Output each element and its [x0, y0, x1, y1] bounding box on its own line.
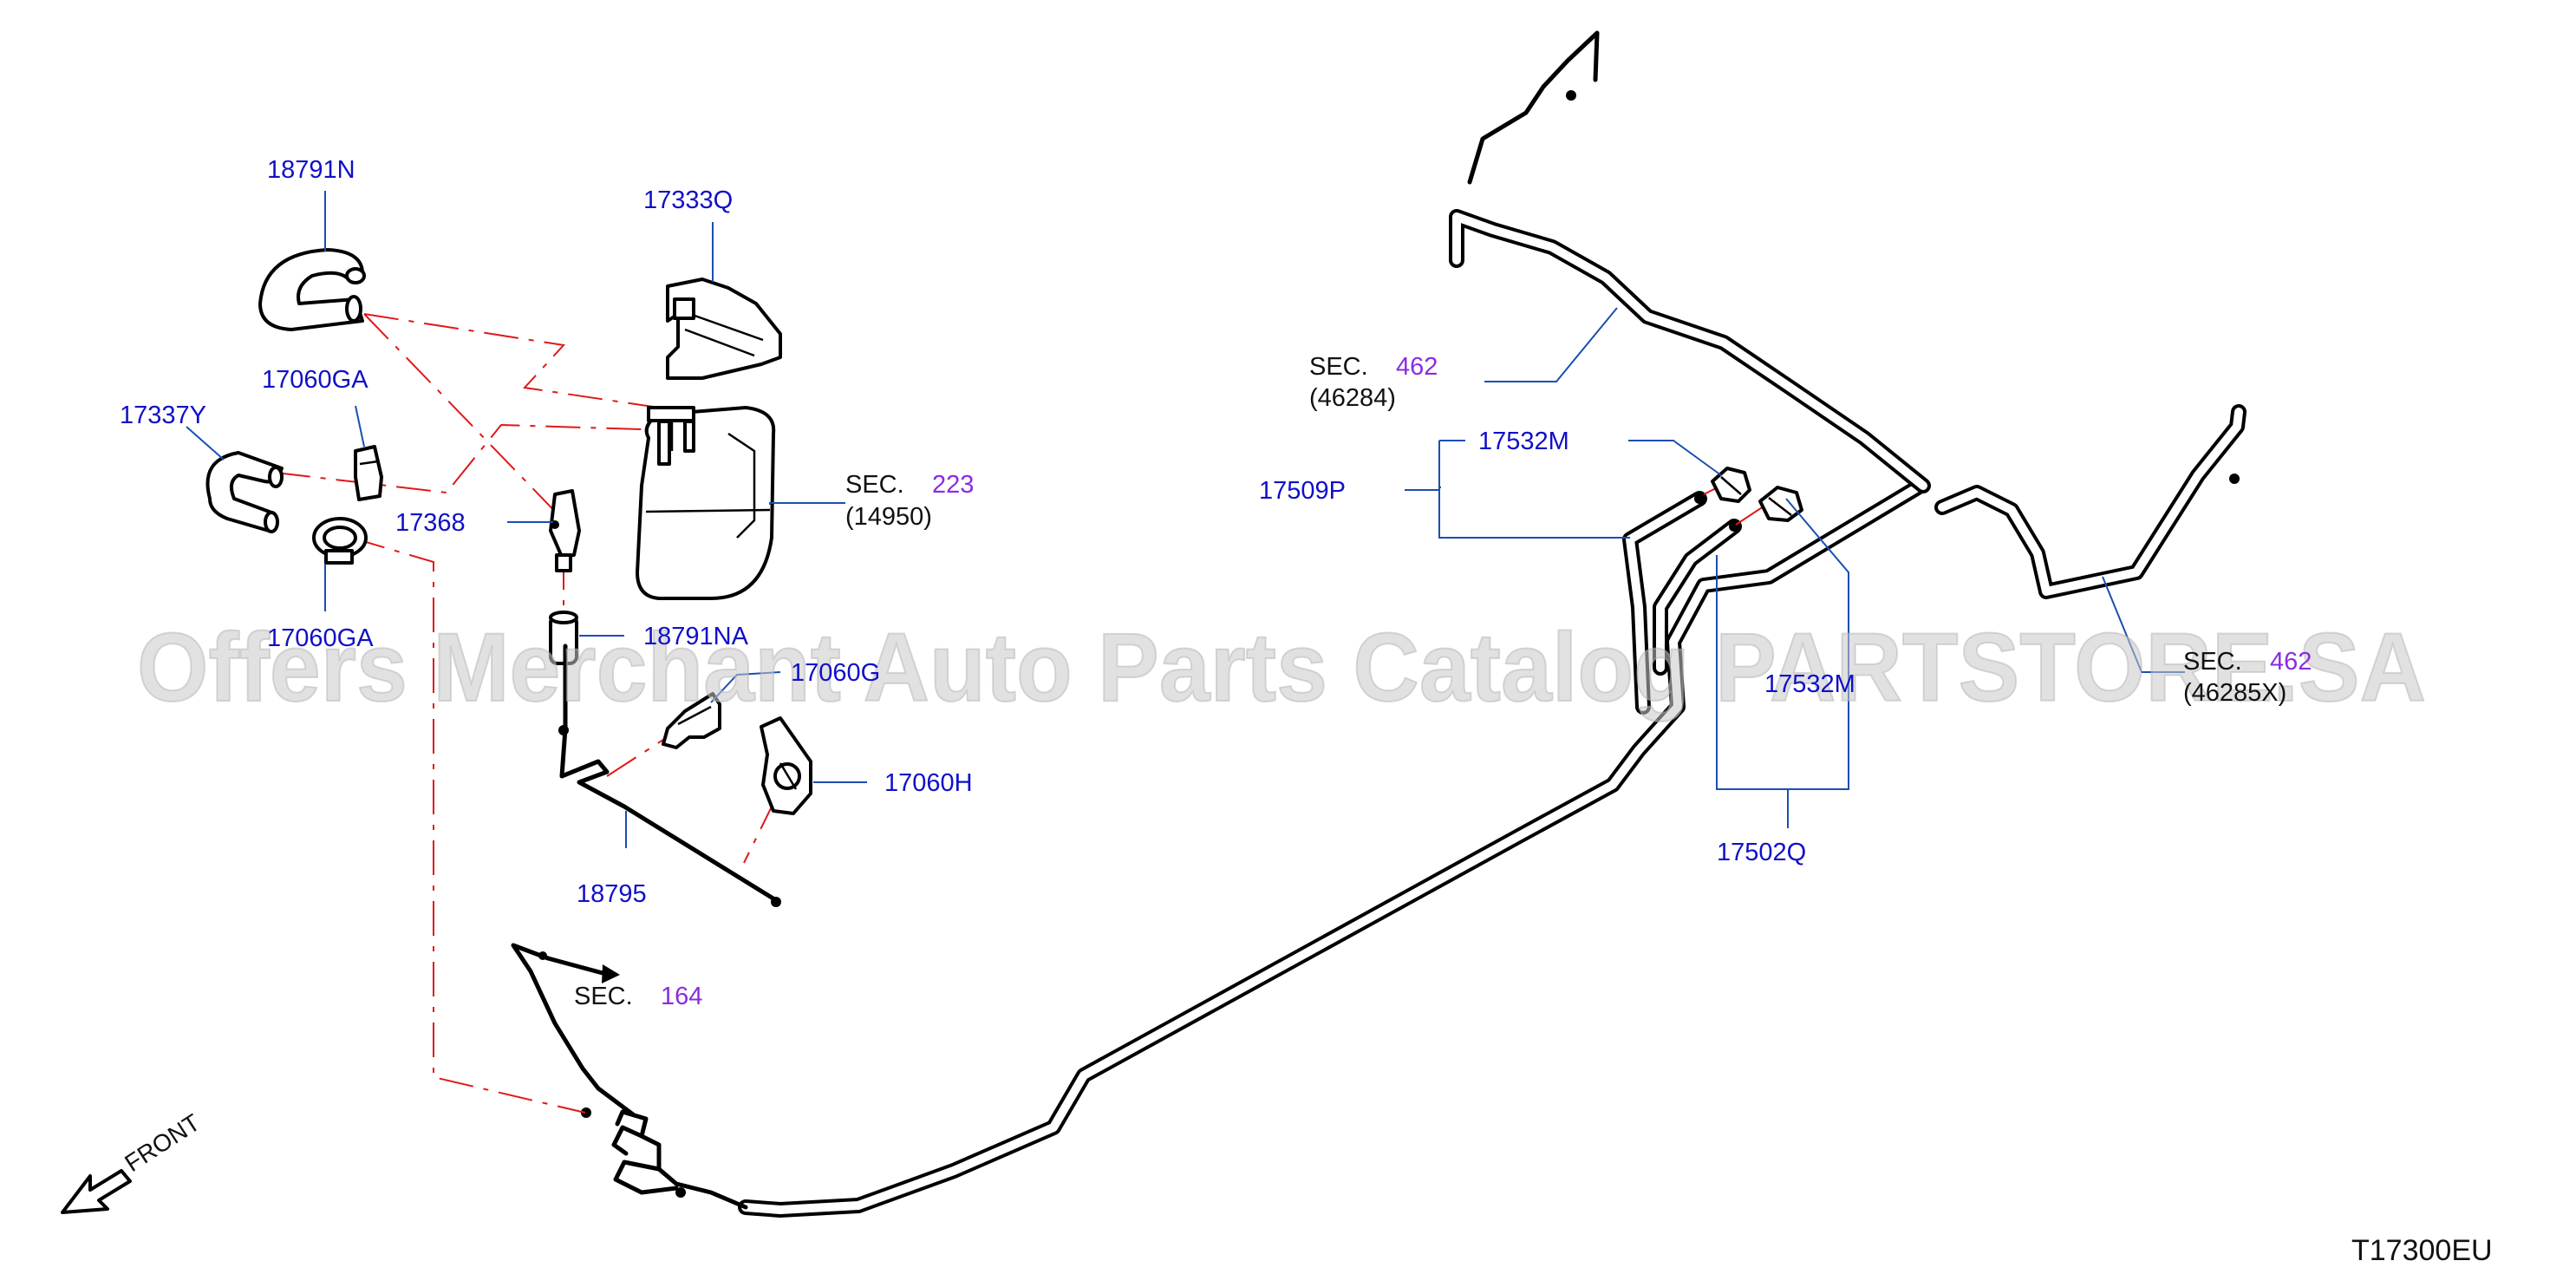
brake-pipe-front-end	[1467, 30, 1600, 185]
diagram-id: T17300EU	[2351, 1234, 2493, 1267]
sec-number[interactable]: 223	[932, 471, 974, 499]
bracket-17060h-icon[interactable]	[760, 716, 812, 815]
parts	[61, 248, 1803, 1214]
sec-number[interactable]: 462	[2270, 648, 2312, 676]
sec-word: SEC.	[574, 983, 633, 1010]
connector-17532m-top-icon[interactable]	[1711, 467, 1751, 503]
front-label: FRONT	[120, 1109, 205, 1178]
sec-ref-code: (14950)	[845, 503, 932, 531]
sec-word: SEC.	[2183, 648, 2242, 676]
clip-17060g-icon[interactable]	[662, 692, 721, 749]
clamp-17060ga-bottom-icon[interactable]	[312, 517, 368, 565]
part-label-17060g[interactable]: 17060G	[791, 659, 880, 687]
part-label-17060ga-top[interactable]: 17060GA	[262, 366, 368, 394]
sec-ref-code: (46284)	[1309, 384, 1396, 412]
leader-lines	[186, 191, 2185, 848]
part-label-17368[interactable]: 17368	[395, 509, 466, 537]
section-ref-462-right[interactable]: SEC. 462 (46285X)	[2183, 648, 2312, 707]
part-label-17502q[interactable]: 17502Q	[1717, 839, 1806, 866]
sec-number[interactable]: 462	[1396, 353, 1438, 381]
sec-word: SEC.	[1309, 353, 1368, 381]
sec-ref-code: (46285X)	[2183, 679, 2286, 707]
part-label-18791n[interactable]: 18791N	[267, 156, 355, 184]
section-ref-223[interactable]: SEC. 223 (14950)	[845, 471, 974, 531]
part-label-17060ga-bottom[interactable]: 17060GA	[267, 624, 374, 652]
section-ref-164[interactable]: SEC. 164	[574, 983, 702, 1010]
part-label-17532m-bottom[interactable]: 17532M	[1764, 670, 1855, 698]
rear-pipe-bundle	[613, 1160, 748, 1210]
part-number-labels: 18791N 17333Q 17060GA 17337Y 17368 17060…	[120, 156, 1855, 908]
pipe-assembly	[511, 30, 2247, 1218]
clip-17060ga-top-icon[interactable]	[354, 445, 383, 501]
connector-17532m-bottom-icon[interactable]	[1758, 486, 1803, 522]
sec164-arrow-icon	[602, 964, 620, 983]
front-arrow-icon	[61, 1169, 132, 1214]
part-label-17060h[interactable]: 17060H	[884, 769, 973, 797]
part-label-17333q[interactable]: 17333Q	[643, 186, 733, 214]
sec-word: SEC.	[845, 471, 904, 499]
part-label-18791na[interactable]: 18791NA	[643, 623, 749, 650]
hose-18791n-icon[interactable]	[258, 248, 366, 331]
section-ref-462-left[interactable]: SEC. 462 (46284)	[1309, 353, 1438, 412]
hose-17337y-icon[interactable]	[205, 451, 284, 533]
part-label-17509p[interactable]: 17509P	[1259, 477, 1346, 505]
bracket-17333q-icon[interactable]	[666, 278, 782, 380]
hose-18795-icon[interactable]	[558, 644, 781, 907]
evap-line-to-front	[511, 943, 636, 1117]
sec-number[interactable]: 164	[661, 983, 702, 1010]
part-label-17532m-top[interactable]: 17532M	[1478, 428, 1569, 455]
hose-18791na-icon[interactable]	[549, 611, 578, 665]
evap-canister-icon[interactable]	[636, 406, 776, 600]
watermark: Offers Merchant Auto Parts Catalog PARTS…	[137, 613, 2426, 722]
part-label-17337y[interactable]: 17337Y	[120, 402, 206, 429]
valve-17368-icon[interactable]	[549, 489, 581, 572]
part-label-18795[interactable]: 18795	[577, 880, 647, 908]
